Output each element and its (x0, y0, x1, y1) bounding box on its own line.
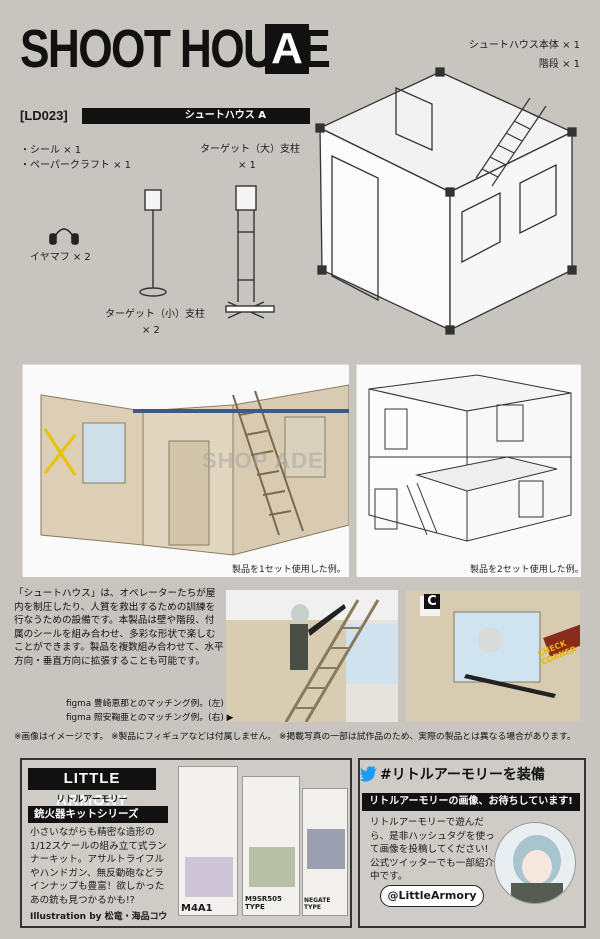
twitter-bar: リトルアーモリーの画像、お待ちしています! (362, 793, 580, 811)
example-one-set-panel (22, 364, 350, 577)
twitter-handle-link[interactable]: @LittleArmory (380, 885, 484, 907)
little-armory-logo: LITTLE ARMORY (28, 768, 156, 809)
figma-photo-right (406, 590, 580, 722)
product-code: [LD023] (20, 108, 68, 123)
figma-photo-left (226, 590, 398, 722)
title-letter-badge: A (265, 24, 309, 74)
subtitle-bar: シュートハウス A (82, 108, 310, 124)
content-target-small: ターゲット（小）支柱 (105, 309, 205, 320)
twitter-text: リトルアーモリーで遊んだら、是非ハッシュタグを使って画像を投稿してください! 公… (370, 817, 495, 883)
sign-letter-c: C (424, 594, 440, 609)
content-target-large: ターゲット（大）支柱 (200, 144, 300, 155)
kit-box-m4a1: M4A1 (178, 766, 238, 916)
illustration-credit: Illustration by 松竜・海品コウ (30, 912, 168, 922)
earmuff-icon (49, 228, 79, 245)
content-papercraft: ・ペーパークラフト × 1 (20, 160, 131, 171)
kit-box-m9-label: M9SR505 TYPE (245, 895, 282, 911)
kit-box-m9: M9SR505 TYPE (242, 776, 300, 916)
figma-left-caption: figma 豊崎恵那とのマッチング例。(左) (66, 699, 224, 709)
twitter-hashtag-heading: #リトルアーモリーを装備 (380, 767, 545, 783)
figma-right-caption: figma 照安鞠亜とのマッチング例。(右) ▶ (66, 713, 234, 723)
content-earmuff: イヤマフ × 2 (30, 252, 91, 263)
accessories-illustration (49, 67, 577, 335)
one-set-photo (23, 365, 350, 577)
content-seal: ・シール × 1 (20, 145, 82, 156)
content-target-large-qty: × 1 (238, 160, 256, 171)
content-stairs: 階段 × 1 (538, 59, 580, 70)
two-sets-drawing (357, 365, 581, 577)
content-body: シュートハウス本体 × 1 (468, 40, 580, 51)
two-sets-caption: 製品を2セット使用した例。 (470, 565, 584, 575)
twitter-bird-icon (360, 766, 377, 782)
one-set-caption: 製品を1セット使用した例。 (232, 565, 346, 575)
shoot-house-drawing (315, 67, 577, 335)
disclaimer-note: ※画像はイメージです。 ※製品にフィギュアなどは付属しません。 ※掲載写真の一部… (14, 732, 576, 742)
watermark-text: SHOP ADE (202, 448, 324, 473)
kit-box-m4a1-label: M4A1 (181, 903, 213, 914)
kit-box-negate-label: NEGATE TYPE (304, 897, 331, 911)
character-avatar (494, 822, 576, 904)
series-description: 小さいながらも精密な造形の1/12スケールの組み立て式ランナーキット。アサルトラ… (30, 827, 167, 906)
series-label: 銃火器キットシリーズ (28, 806, 168, 823)
large-target-stand-icon (225, 185, 275, 319)
example-two-sets-panel (356, 364, 581, 577)
small-target-stand-icon (139, 189, 167, 297)
kit-box-negate: NEGATE TYPE (302, 788, 348, 916)
content-target-small-qty: × 2 (142, 325, 160, 336)
little-armory-logo-sub: リトルアーモリー (56, 795, 128, 805)
product-description: 「シュートハウス」は、オペレーターたちが屋内を制圧したり、人質を救出するための訓… (14, 588, 224, 667)
